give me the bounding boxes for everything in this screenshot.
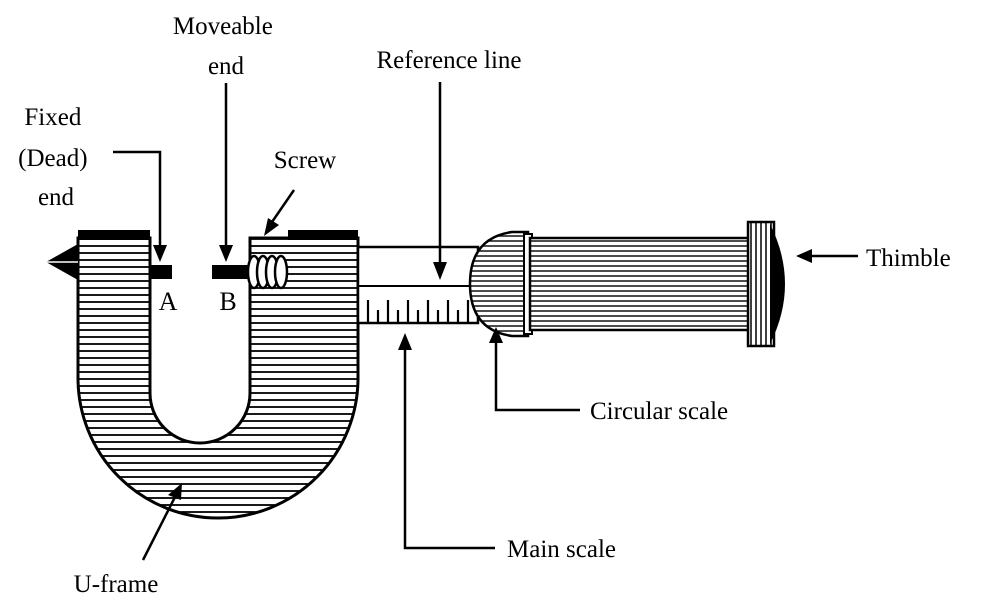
main-scale-arrow bbox=[398, 333, 412, 350]
reference-line-label: Reference line bbox=[376, 47, 521, 74]
thimble-barrel bbox=[528, 236, 754, 332]
screw-arrow bbox=[264, 218, 279, 236]
screw-coil bbox=[246, 254, 289, 290]
u-frame-label: U-frame bbox=[74, 571, 159, 598]
fixed-end-arrow bbox=[153, 245, 167, 262]
circular-scale-arrow bbox=[489, 327, 503, 343]
main-scale-label: Main scale bbox=[507, 536, 616, 563]
u-frame-cap-right bbox=[288, 230, 358, 240]
circular-scale-label: Circular scale bbox=[590, 398, 728, 425]
u-frame-body bbox=[76, 236, 360, 520]
thimble-label: Thimble bbox=[866, 245, 951, 272]
u-frame-arrow bbox=[168, 483, 182, 500]
moveable-end-arrow bbox=[219, 245, 233, 262]
circular-scale-dome bbox=[468, 230, 530, 338]
ratchet-knob bbox=[746, 220, 776, 348]
anvil-a bbox=[150, 265, 172, 279]
main-scale-ticks bbox=[366, 300, 470, 323]
moveable-end-label: Moveable end bbox=[173, 13, 279, 80]
fixed-end-label: Fixed (Dead) end bbox=[18, 104, 94, 211]
u-frame-cap-left bbox=[78, 230, 150, 240]
point-b-label: B bbox=[219, 287, 236, 316]
point-a-label: A bbox=[159, 287, 178, 316]
thimble-arrow bbox=[796, 249, 812, 263]
ratchet-cap bbox=[770, 224, 785, 344]
reference-line-arrow bbox=[433, 262, 447, 280]
screw-label: Screw bbox=[274, 147, 336, 174]
spindle-b bbox=[212, 265, 250, 279]
